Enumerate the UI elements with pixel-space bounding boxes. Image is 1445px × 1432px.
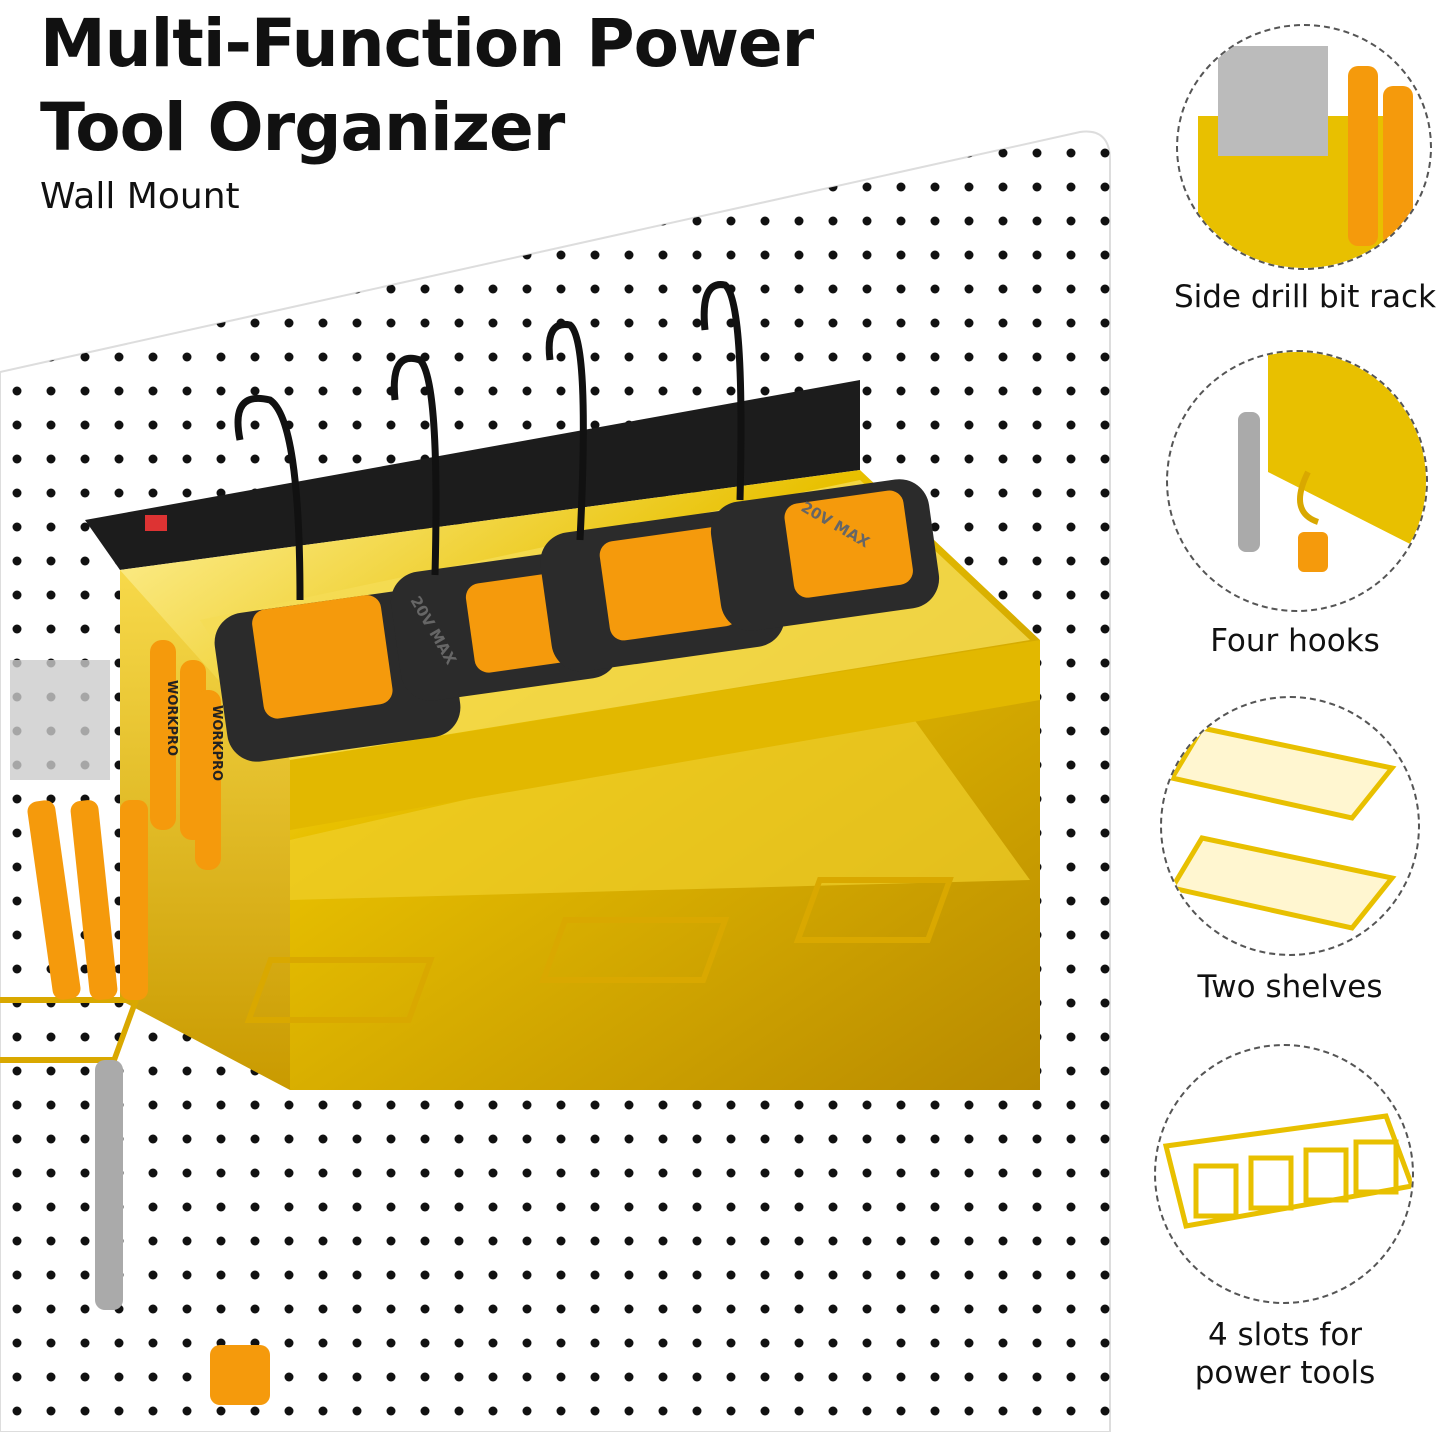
screwdriver-brand-mark-2: WORKPRO xyxy=(209,705,224,781)
side-tools: WORKPRO WORKPRO xyxy=(10,640,270,1405)
shelves-icon xyxy=(1160,696,1420,956)
tool-slots-line-1: 4 slots for xyxy=(1207,1317,1363,1353)
feature-label-four-hooks: Four hooks xyxy=(1210,623,1380,659)
hooks-icon xyxy=(1166,350,1428,612)
title-line-1: Multi-Function Power xyxy=(40,5,814,82)
subtitle: Wall Mount xyxy=(40,176,240,217)
tool-slots-line-2: power tools xyxy=(1194,1355,1376,1391)
power-switch-icon xyxy=(145,515,167,531)
organizer: 20V MAX 20V MAX WORKPRO WORKPRO xyxy=(0,281,1040,1405)
power-strip xyxy=(85,380,860,570)
wrench-icon xyxy=(95,1060,123,1310)
title-line-2: Tool Organizer xyxy=(40,89,565,166)
batteries: 20V MAX 20V MAX xyxy=(214,479,940,762)
tape-measure-icon xyxy=(210,1345,270,1405)
tool-slots-icon xyxy=(1154,1044,1414,1304)
drill-bit-rack-icon xyxy=(1176,24,1432,270)
tool-slots xyxy=(0,877,954,1063)
page-title: Multi-Function Power Tool Organizer xyxy=(40,2,814,170)
power-cords xyxy=(234,281,745,601)
feature-label-two-shelves: Two shelves xyxy=(1197,969,1383,1005)
feature-label-tool-slots: 4 slots for power tools xyxy=(1150,1316,1420,1392)
bottom-shelf xyxy=(290,700,1030,900)
screwdriver-brand-mark: WORKPRO xyxy=(164,680,179,756)
feature-label-drill-bit-rack: Side drill bit rack xyxy=(1173,279,1437,315)
